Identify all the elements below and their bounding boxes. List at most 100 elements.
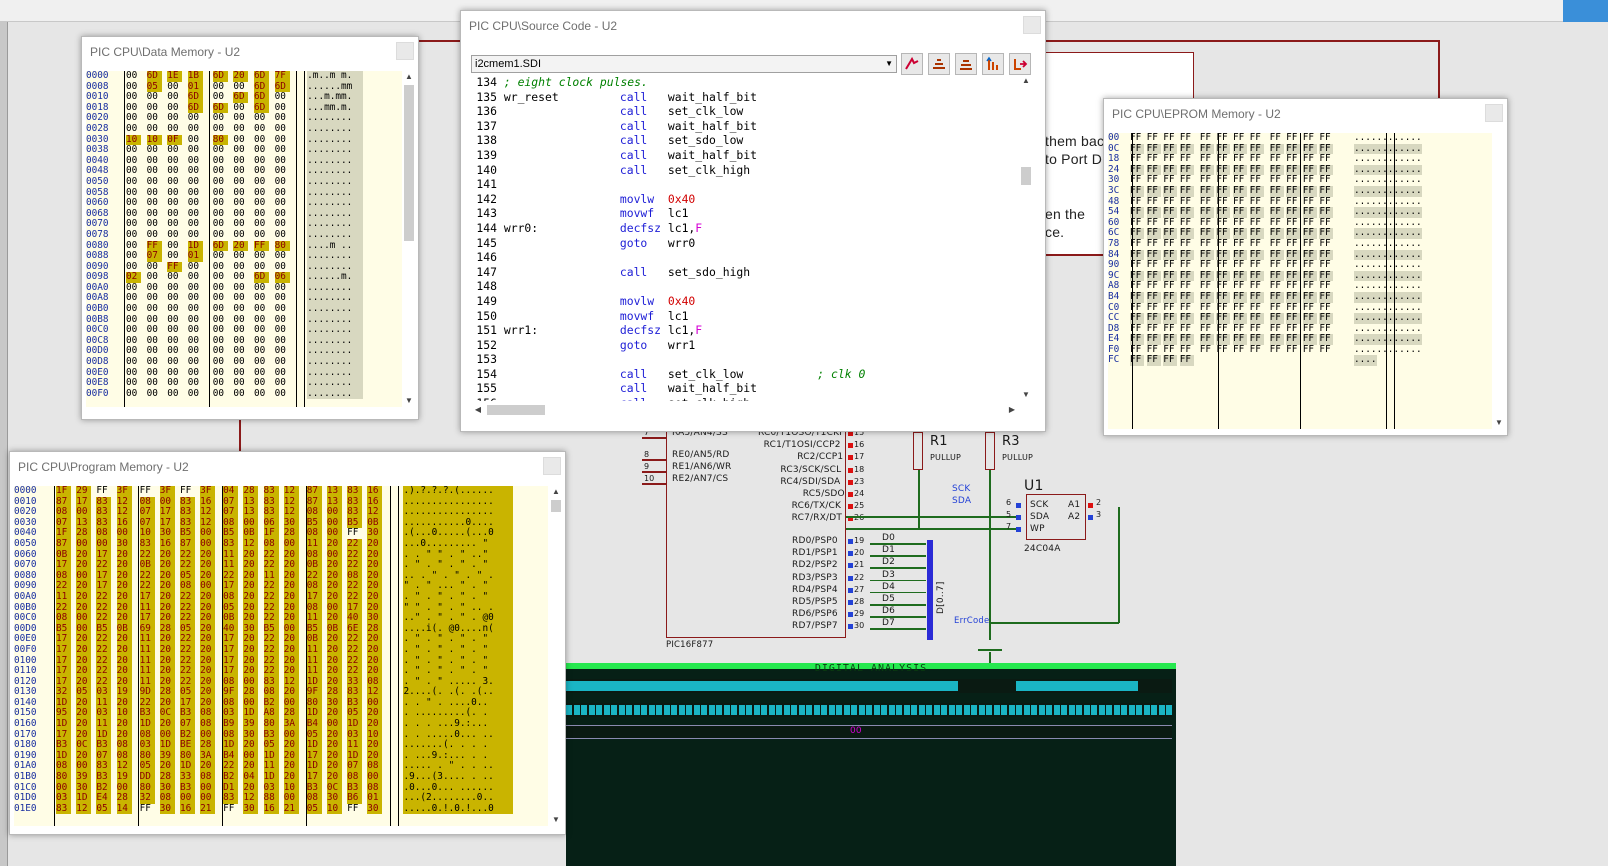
memory-byte[interactable]: 22 bbox=[96, 634, 112, 645]
memory-byte[interactable]: 00 bbox=[326, 718, 342, 730]
memory-byte[interactable]: 28 bbox=[159, 687, 175, 698]
memory-byte[interactable]: FF bbox=[1232, 164, 1247, 176]
memory-byte[interactable]: 1F bbox=[263, 528, 279, 539]
memory-byte[interactable]: 87 bbox=[179, 538, 195, 550]
memory-byte[interactable]: FF bbox=[1163, 133, 1175, 143]
memory-byte[interactable]: FF bbox=[1269, 143, 1284, 155]
memory-byte[interactable]: FF bbox=[1163, 334, 1178, 345]
memory-byte[interactable]: 11 bbox=[306, 655, 322, 667]
memory-byte[interactable]: 80 bbox=[56, 771, 71, 783]
memory-byte[interactable]: 00 bbox=[187, 377, 200, 389]
memory-byte[interactable]: 1D bbox=[187, 240, 203, 252]
memory-byte[interactable]: 80 bbox=[306, 697, 322, 709]
memory-byte[interactable]: FF bbox=[1146, 237, 1158, 249]
memory-byte[interactable]: 00 bbox=[187, 165, 200, 177]
memory-byte[interactable]: FF bbox=[1216, 153, 1228, 165]
memory-byte[interactable]: FF bbox=[1286, 143, 1301, 155]
memory-byte[interactable]: FF bbox=[1199, 237, 1212, 249]
memory-byte[interactable]: 28 bbox=[200, 740, 216, 751]
memory-byte[interactable]: 00 bbox=[274, 144, 286, 156]
memory-byte[interactable]: 00 bbox=[126, 250, 138, 262]
memory-byte[interactable]: FF bbox=[1249, 133, 1261, 143]
memory-byte[interactable]: FF bbox=[1319, 280, 1331, 292]
memory-byte[interactable]: FF bbox=[1146, 133, 1158, 143]
memory-byte[interactable]: 17 bbox=[179, 697, 195, 709]
memory-byte[interactable]: 00 bbox=[233, 366, 245, 378]
memory-byte[interactable]: 00 bbox=[146, 292, 158, 304]
memory-byte[interactable]: 08 bbox=[367, 761, 383, 773]
memory-byte[interactable]: 22 bbox=[263, 644, 279, 656]
memory-byte[interactable]: FF bbox=[1319, 343, 1331, 355]
memory-byte[interactable]: FF bbox=[1130, 216, 1142, 228]
source-line[interactable]: 153 bbox=[471, 352, 1019, 367]
memory-byte[interactable]: 20 bbox=[76, 697, 92, 709]
memory-byte[interactable]: 32 bbox=[56, 687, 71, 698]
memory-byte[interactable]: 00 bbox=[200, 782, 216, 794]
memory-byte[interactable]: 00 bbox=[187, 387, 200, 399]
memory-byte[interactable]: FF bbox=[1302, 343, 1315, 355]
memory-byte[interactable]: 6D bbox=[212, 240, 228, 252]
memory-byte[interactable]: 08 bbox=[263, 687, 279, 698]
memory-byte[interactable]: FF bbox=[1163, 270, 1178, 282]
memory-byte[interactable]: FF bbox=[139, 802, 151, 814]
memory-byte[interactable]: FF bbox=[1269, 237, 1281, 249]
memory-byte[interactable]: 1D bbox=[306, 676, 322, 688]
memory-byte[interactable]: 00 bbox=[212, 207, 225, 219]
memory-byte[interactable]: 20 bbox=[159, 549, 175, 561]
memory-byte[interactable]: 83 bbox=[263, 507, 279, 518]
memory-byte[interactable]: FF bbox=[1302, 312, 1317, 324]
memory-byte[interactable]: 08 bbox=[56, 761, 71, 773]
memory-byte[interactable]: FF bbox=[1163, 164, 1178, 176]
memory-byte[interactable]: 00 bbox=[253, 144, 266, 156]
memory-byte[interactable]: 08 bbox=[347, 771, 363, 783]
memory-byte[interactable]: B9 bbox=[223, 718, 239, 730]
memory-byte[interactable]: FF bbox=[1232, 270, 1247, 282]
source-code-titlebar[interactable]: PIC CPU\Source Code - U2 bbox=[461, 11, 1045, 41]
memory-byte[interactable]: 10 bbox=[126, 134, 141, 146]
memory-byte[interactable]: FF bbox=[1249, 185, 1264, 197]
memory-byte[interactable]: 00 bbox=[167, 292, 179, 304]
memory-byte[interactable]: D1 bbox=[223, 782, 239, 794]
memory-byte[interactable]: 20 bbox=[367, 644, 383, 656]
memory-byte[interactable]: B5 bbox=[263, 623, 279, 635]
memory-byte[interactable]: FF bbox=[1232, 143, 1247, 155]
memory-byte[interactable]: FF bbox=[1302, 195, 1315, 207]
memory-byte[interactable]: FF bbox=[1269, 185, 1284, 197]
memory-byte[interactable]: 00 bbox=[253, 334, 266, 346]
memory-byte[interactable]: 30 bbox=[367, 613, 383, 624]
memory-byte[interactable]: FF bbox=[1199, 270, 1214, 282]
memory-byte[interactable]: 20 bbox=[283, 570, 299, 582]
memory-byte[interactable]: FF bbox=[1130, 195, 1142, 207]
memory-byte[interactable]: 30 bbox=[326, 697, 342, 709]
memory-byte[interactable]: 1D bbox=[96, 729, 112, 741]
memory-byte[interactable]: 22 bbox=[96, 665, 112, 677]
memory-byte[interactable]: 00 bbox=[167, 377, 179, 389]
memory-byte[interactable]: 0B bbox=[116, 623, 132, 635]
memory-byte[interactable]: 00 bbox=[283, 697, 299, 709]
memory-byte[interactable]: 9F bbox=[306, 687, 322, 698]
memory-byte[interactable]: FF bbox=[1232, 216, 1245, 228]
memory-byte[interactable]: 02 bbox=[126, 272, 141, 283]
memory-byte[interactable]: 20 bbox=[116, 718, 132, 730]
memory-byte[interactable]: 22 bbox=[179, 655, 195, 667]
memory-byte[interactable]: 20 bbox=[326, 750, 342, 762]
memory-byte[interactable]: B3 bbox=[179, 782, 195, 794]
memory-byte[interactable]: B3 bbox=[179, 708, 195, 720]
memory-byte[interactable]: 00 bbox=[187, 175, 200, 187]
memory-byte[interactable]: FF bbox=[1179, 228, 1194, 239]
memory-byte[interactable]: FF bbox=[1163, 312, 1178, 324]
memory-byte[interactable]: 00 bbox=[167, 91, 179, 103]
memory-byte[interactable]: 1B bbox=[187, 71, 203, 82]
memory-byte[interactable]: FF bbox=[1146, 259, 1158, 271]
memory-byte[interactable]: 00 bbox=[233, 345, 245, 357]
